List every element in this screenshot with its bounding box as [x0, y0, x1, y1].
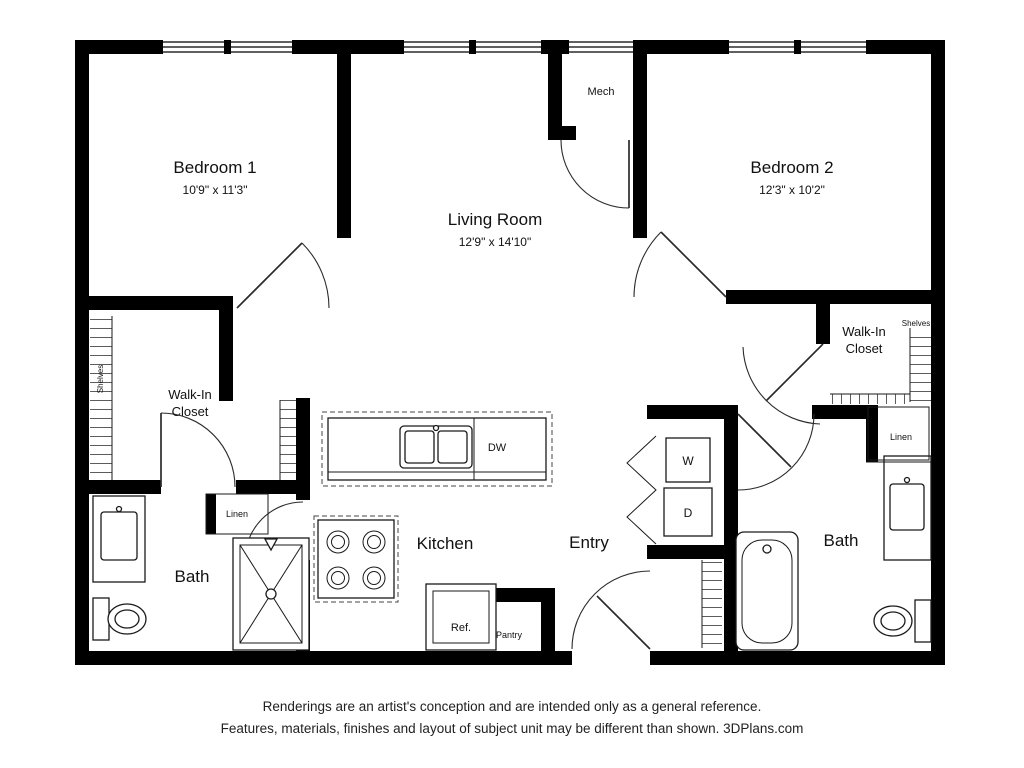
wall-pantry-right: [541, 588, 555, 651]
wall-bedroom1-living: [337, 54, 351, 238]
label-shelves-right: Shelves: [902, 319, 930, 328]
shelves-closet-right-bottom: [830, 394, 910, 404]
wall-bathright-left: [724, 405, 738, 651]
door-closet-right: [742, 343, 824, 425]
label-bath-left: Bath: [175, 567, 210, 586]
window-mech: [569, 40, 633, 54]
label-living: Living Room: [448, 210, 543, 229]
window-bedroom1: [163, 40, 292, 54]
footer: Renderings are an artist's conception an…: [221, 699, 804, 736]
wall-top-3: [541, 40, 569, 54]
wall-bedroom1-bottom: [89, 296, 233, 310]
washer-box: [665, 437, 711, 483]
wall-bathleft-right-upper: [296, 398, 310, 500]
label-washer: W: [682, 454, 694, 468]
toilet-right-bowl-inner: [880, 611, 906, 631]
label-bedroom1-dims: 10'9" x 11'3": [183, 183, 248, 197]
wall-bathleft-top-1: [89, 480, 161, 494]
wall-corridor-a: [647, 405, 738, 419]
label-walkin-left-1: Walk-In: [168, 387, 212, 402]
shower-left: [232, 537, 310, 651]
door-closet-left: [160, 412, 236, 488]
label-dryer: D: [684, 506, 693, 520]
label-linen-left: Linen: [226, 509, 248, 519]
label-bedroom2-dims: 12'3" x 10'2": [759, 183, 825, 197]
footer-line-1: Renderings are an artist's conception an…: [263, 699, 762, 714]
door-bedroom2: [633, 231, 727, 298]
label-pantry: Pantry: [496, 630, 523, 640]
footer-line-2: Features, materials, finishes and layout…: [221, 721, 804, 736]
kitchen-soffit-dashed: [321, 411, 553, 487]
wall-bottom-1: [75, 651, 572, 665]
label-living-dims: 12'9" x 14'10": [459, 235, 532, 249]
wall-bedroom2-left: [633, 54, 647, 238]
faucet-right: [903, 476, 911, 484]
label-mech: Mech: [588, 86, 615, 98]
wall-bottom-2: [650, 651, 945, 665]
label-dishwasher: DW: [488, 442, 507, 454]
wall-wd-bottom: [647, 545, 738, 559]
toilet-left-bowl-inner: [114, 609, 140, 629]
window-living: [404, 40, 541, 54]
wall-corridor-b: [812, 405, 874, 419]
linen-right-box: [867, 406, 930, 461]
wall-left: [75, 40, 89, 665]
label-walkin-left-2: Closet: [172, 404, 209, 419]
wall-mech-bottom-stub: [548, 126, 576, 140]
kitchen-sink: [399, 424, 473, 469]
label-linen-right: Linen: [890, 432, 912, 442]
bifold-door-laundry: [626, 435, 657, 545]
wall-right: [931, 40, 945, 665]
linen-left-box: [205, 493, 269, 535]
shelving: [90, 316, 931, 648]
shelves-nook: [280, 400, 296, 480]
label-bedroom1: Bedroom 1: [173, 158, 256, 177]
wall-top-4: [633, 40, 729, 54]
shelves-entry-closet: [702, 560, 722, 648]
shelves-closet-right: [910, 330, 931, 402]
label-walkin-right-1: Walk-In: [842, 324, 886, 339]
sink-left: [100, 511, 138, 561]
windows: [163, 40, 866, 54]
wall-top-5: [866, 40, 945, 54]
label-bedroom2: Bedroom 2: [750, 158, 833, 177]
wall-bathleft-top-2: [236, 480, 310, 494]
stove-dashed: [313, 515, 399, 603]
shower-head-icon: [263, 538, 279, 552]
label-refrigerator: Ref.: [451, 622, 471, 634]
refrigerator: [425, 583, 497, 651]
wall-pantry-top: [484, 588, 555, 602]
wall-bedroom2-bottom: [726, 290, 945, 304]
wall-top-2: [292, 40, 404, 54]
label-bath-right: Bath: [824, 531, 859, 550]
fixtures: [92, 406, 932, 651]
faucet-left: [115, 505, 123, 513]
label-walkin-right-2: Closet: [846, 341, 883, 356]
shelves-closet-left: [90, 318, 112, 478]
dryer-box: [663, 487, 713, 537]
door-entry: [571, 570, 651, 650]
wall-top-1: [75, 40, 163, 54]
door-mech: [560, 139, 630, 209]
wall-closet-right-stub: [816, 304, 830, 344]
wall-mech-left: [548, 54, 562, 140]
stove: [317, 519, 395, 599]
label-kitchen: Kitchen: [417, 534, 474, 553]
walls: [75, 40, 945, 665]
toilet-right-tank: [914, 599, 932, 643]
toilet-left-tank: [92, 597, 110, 641]
labels: Bedroom 1 10'9" x 11'3" Living Room 12'9…: [96, 86, 930, 640]
sink-right: [889, 483, 925, 531]
bathtub: [735, 531, 799, 651]
wall-linen-right-stub: [866, 405, 878, 462]
wall-closet-left-right: [219, 296, 233, 401]
wall-linen-left-stub: [206, 494, 216, 534]
door-bedroom1: [236, 242, 330, 309]
window-bedroom2: [729, 40, 866, 54]
label-shelves-left: Shelves: [96, 365, 105, 393]
door-bath-right: [737, 413, 815, 491]
label-entry: Entry: [569, 533, 609, 552]
